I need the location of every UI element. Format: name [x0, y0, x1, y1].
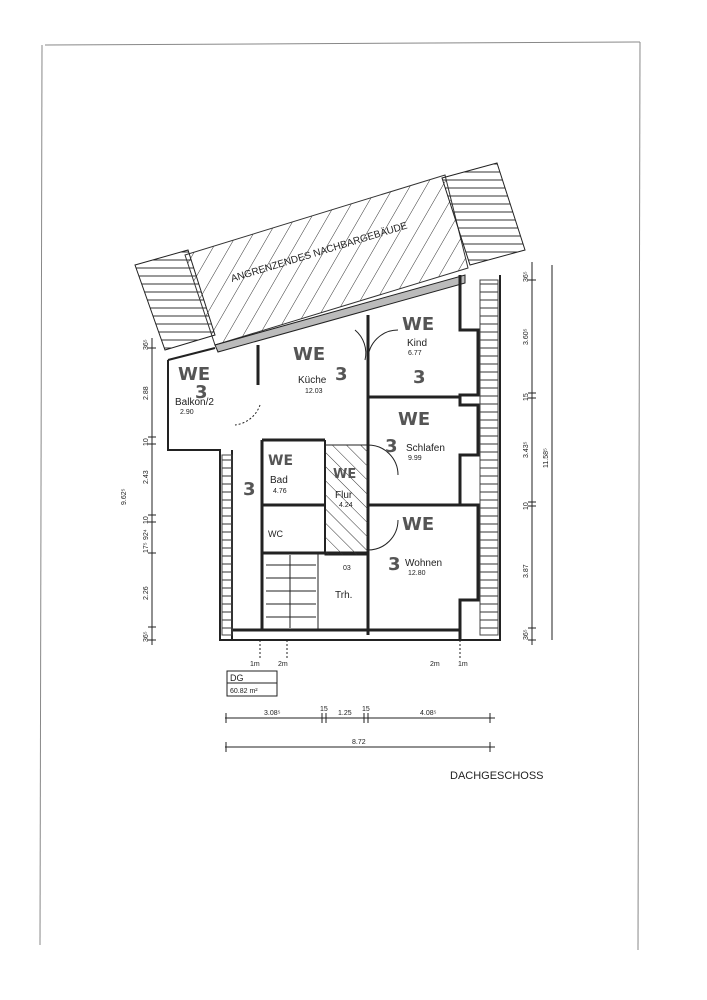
dim-left-6: 17⁵	[143, 542, 150, 553]
svg-text:3: 3	[385, 436, 398, 457]
svg-text:WE: WE	[268, 453, 293, 469]
dim-left-4: 10	[143, 516, 150, 524]
wall-insulation-left	[221, 454, 233, 636]
svg-text:WE: WE	[293, 344, 325, 365]
dim-left-1: 2.88	[143, 386, 150, 400]
dim-right-1: 3.60⁵	[523, 328, 530, 345]
dim-left-3: 2.43	[143, 470, 150, 484]
room-wohnen-area: 12.80	[408, 570, 426, 577]
dim-bottom-total: 8.72	[352, 739, 366, 746]
floor-area: 60.82 m²	[230, 688, 258, 695]
dim-right-4: 10	[523, 502, 530, 510]
room-flur-area: 4.24	[339, 502, 353, 509]
room-balkon-area: 2.90	[180, 409, 194, 416]
dim-left-total: 9.62⁵	[121, 488, 128, 505]
height-mark-1m-right: 1m	[458, 661, 468, 668]
svg-text:3: 3	[388, 554, 401, 575]
room-bad: Bad	[270, 475, 288, 486]
dim-right-2: 15	[523, 393, 530, 401]
dim-bottom-1: 15	[320, 706, 328, 713]
svg-text:3: 3	[335, 364, 348, 385]
dim-right-5: 3.87	[523, 564, 530, 578]
handwritten-unit-marks: WE3 WE3 WE3 WE3 WE3 WE WE3	[178, 314, 434, 575]
dim-left-8: 36⁵	[143, 631, 150, 642]
dim-bottom-2: 1.25	[338, 710, 352, 717]
height-mark-1m-left: 1m	[250, 661, 260, 668]
svg-text:WE: WE	[402, 314, 434, 335]
dim-right-0: 36⁵	[523, 271, 530, 282]
room-schlafen-area: 9.99	[408, 455, 422, 462]
floor-area-box: DG 60.82 m²	[226, 670, 278, 697]
dimension-right	[528, 262, 553, 645]
staircase	[266, 555, 316, 628]
height-mark-2m-right: 2m	[430, 661, 440, 668]
room-balkon: Balkon/2	[175, 397, 214, 408]
roof-block-right	[441, 162, 526, 266]
plan-title: DACHGESCHOSS	[450, 770, 544, 782]
room-kind: Kind	[407, 338, 427, 349]
page-frame	[39, 41, 641, 951]
svg-text:WE: WE	[178, 364, 210, 385]
svg-text:3: 3	[413, 367, 426, 388]
dim-right-total: 11.58⁵	[543, 448, 550, 468]
svg-text:3: 3	[195, 382, 208, 403]
roof-block-left	[134, 249, 216, 351]
dim-bottom-4: 4.08⁵	[420, 710, 437, 717]
stair-mark: 03	[343, 565, 351, 572]
svg-text:WE: WE	[333, 467, 356, 482]
room-kueche-area: 12.03	[305, 388, 323, 395]
dim-left-5: 92⁴	[143, 529, 150, 540]
floor-name: DG	[230, 673, 244, 683]
dim-right-6: 36⁵	[523, 629, 530, 640]
room-kind-area: 6.77	[408, 350, 422, 357]
dim-left-2: 10	[143, 438, 150, 446]
dim-bottom-3: 15	[362, 706, 370, 713]
svg-text:WE: WE	[402, 514, 434, 535]
flur-hatch	[324, 444, 369, 556]
dimension-left	[148, 338, 156, 645]
dim-left-0: 36⁵	[143, 339, 150, 350]
svg-text:3: 3	[243, 479, 256, 500]
wall-insulation-right	[479, 279, 499, 636]
dim-right-3: 3.43⁵	[523, 441, 530, 458]
dimension-bottom	[225, 713, 495, 752]
room-wohnen: Wohnen	[405, 558, 442, 569]
room-wc: WC	[268, 529, 283, 539]
dim-bottom-0: 3.08⁵	[264, 710, 281, 717]
room-bad-area: 4.76	[273, 488, 287, 495]
height-mark-2m-left: 2m	[278, 661, 288, 668]
svg-text:WE: WE	[398, 409, 430, 430]
room-kueche: Küche	[298, 375, 327, 386]
room-schlafen: Schlafen	[406, 443, 445, 454]
room-treppenhaus: Trh.	[335, 590, 352, 601]
dim-left-7: 2.26	[143, 586, 150, 600]
room-flur: Flur	[335, 490, 353, 501]
